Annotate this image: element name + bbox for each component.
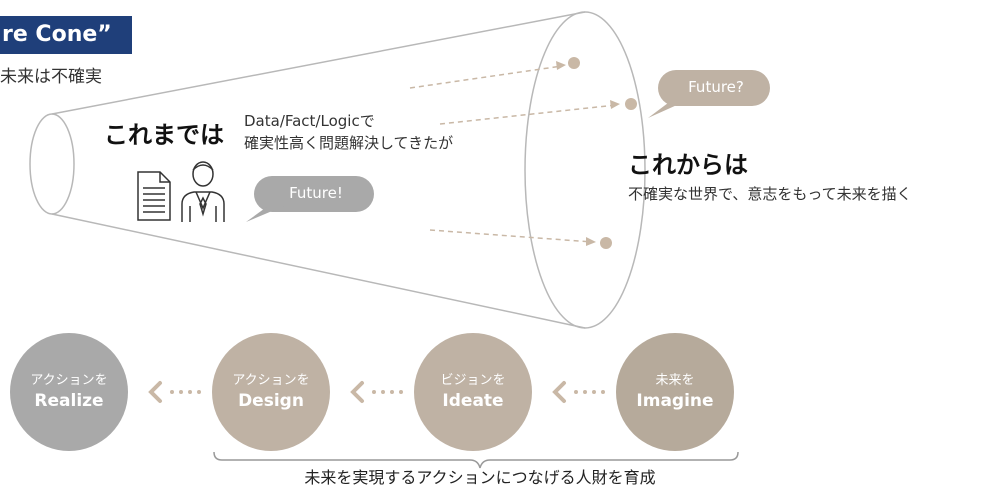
bubble-future-right-shape (648, 70, 770, 118)
step-imagine-top: 未来を (655, 373, 695, 388)
step-realize-bottom: Realize (34, 391, 104, 411)
past-description: Data/Fact/Logicで 確実性高く問題解決してきたが (244, 110, 453, 154)
businessperson-icon (181, 161, 225, 222)
bottom-bracket (213, 451, 739, 469)
cone-bottom-edge (51, 213, 586, 329)
dot-1 (568, 57, 580, 69)
step-imagine: 未来を Imagine (616, 333, 734, 451)
document-icon (137, 171, 171, 221)
arrow-head-2 (610, 100, 620, 109)
cone-wide-end (524, 11, 646, 329)
bottom-caption: 未来を実現するアクションにつなげる人財を育成 (304, 468, 656, 487)
future-description: 不確実な世界で、意志をもって未来を描く (628, 185, 912, 203)
title-badge: re Cone” (0, 16, 132, 54)
flow-dots (170, 390, 605, 394)
arrow-head-3 (586, 237, 596, 246)
arrow-head-1 (556, 61, 566, 70)
arrow-line-2 (439, 104, 617, 125)
step-ideate: ビジョンを Ideate (414, 333, 532, 451)
flow-chevrons (148, 381, 566, 403)
step-ideate-top: ビジョンを (440, 373, 506, 388)
arrow-line-1 (409, 65, 563, 89)
dot-3 (600, 237, 612, 249)
future-heading: これからは (628, 151, 748, 179)
cone-narrow-end (29, 113, 75, 215)
step-design: アクションを Design (212, 333, 330, 451)
bubble-future-left: Future! (289, 184, 343, 202)
cone-top-edge (51, 11, 586, 115)
step-design-bottom: Design (238, 391, 304, 411)
bubble-future-right: Future? (688, 78, 744, 96)
step-realize-top: アクションを (30, 373, 108, 388)
past-description-line-2: 確実性高く問題解決してきたが (244, 134, 454, 152)
step-ideate-bottom: Ideate (442, 391, 504, 411)
chevron-left-icon (552, 381, 566, 403)
chevron-left-icon (148, 381, 162, 403)
step-realize: アクションを Realize (10, 333, 128, 451)
arrow-line-3 (429, 229, 593, 243)
chevron-left-icon (350, 381, 364, 403)
past-description-line-1: Data/Fact/Logicで (244, 112, 375, 130)
subtitle: 未来は不確実 (0, 67, 102, 87)
step-imagine-bottom: Imagine (636, 391, 714, 411)
dot-2 (625, 98, 637, 110)
bubble-future-left-shape (246, 176, 374, 222)
future-cone (29, 11, 646, 329)
past-heading: これまでは (104, 121, 224, 149)
future-arrows (409, 57, 637, 249)
step-design-top: アクションを (232, 373, 310, 388)
